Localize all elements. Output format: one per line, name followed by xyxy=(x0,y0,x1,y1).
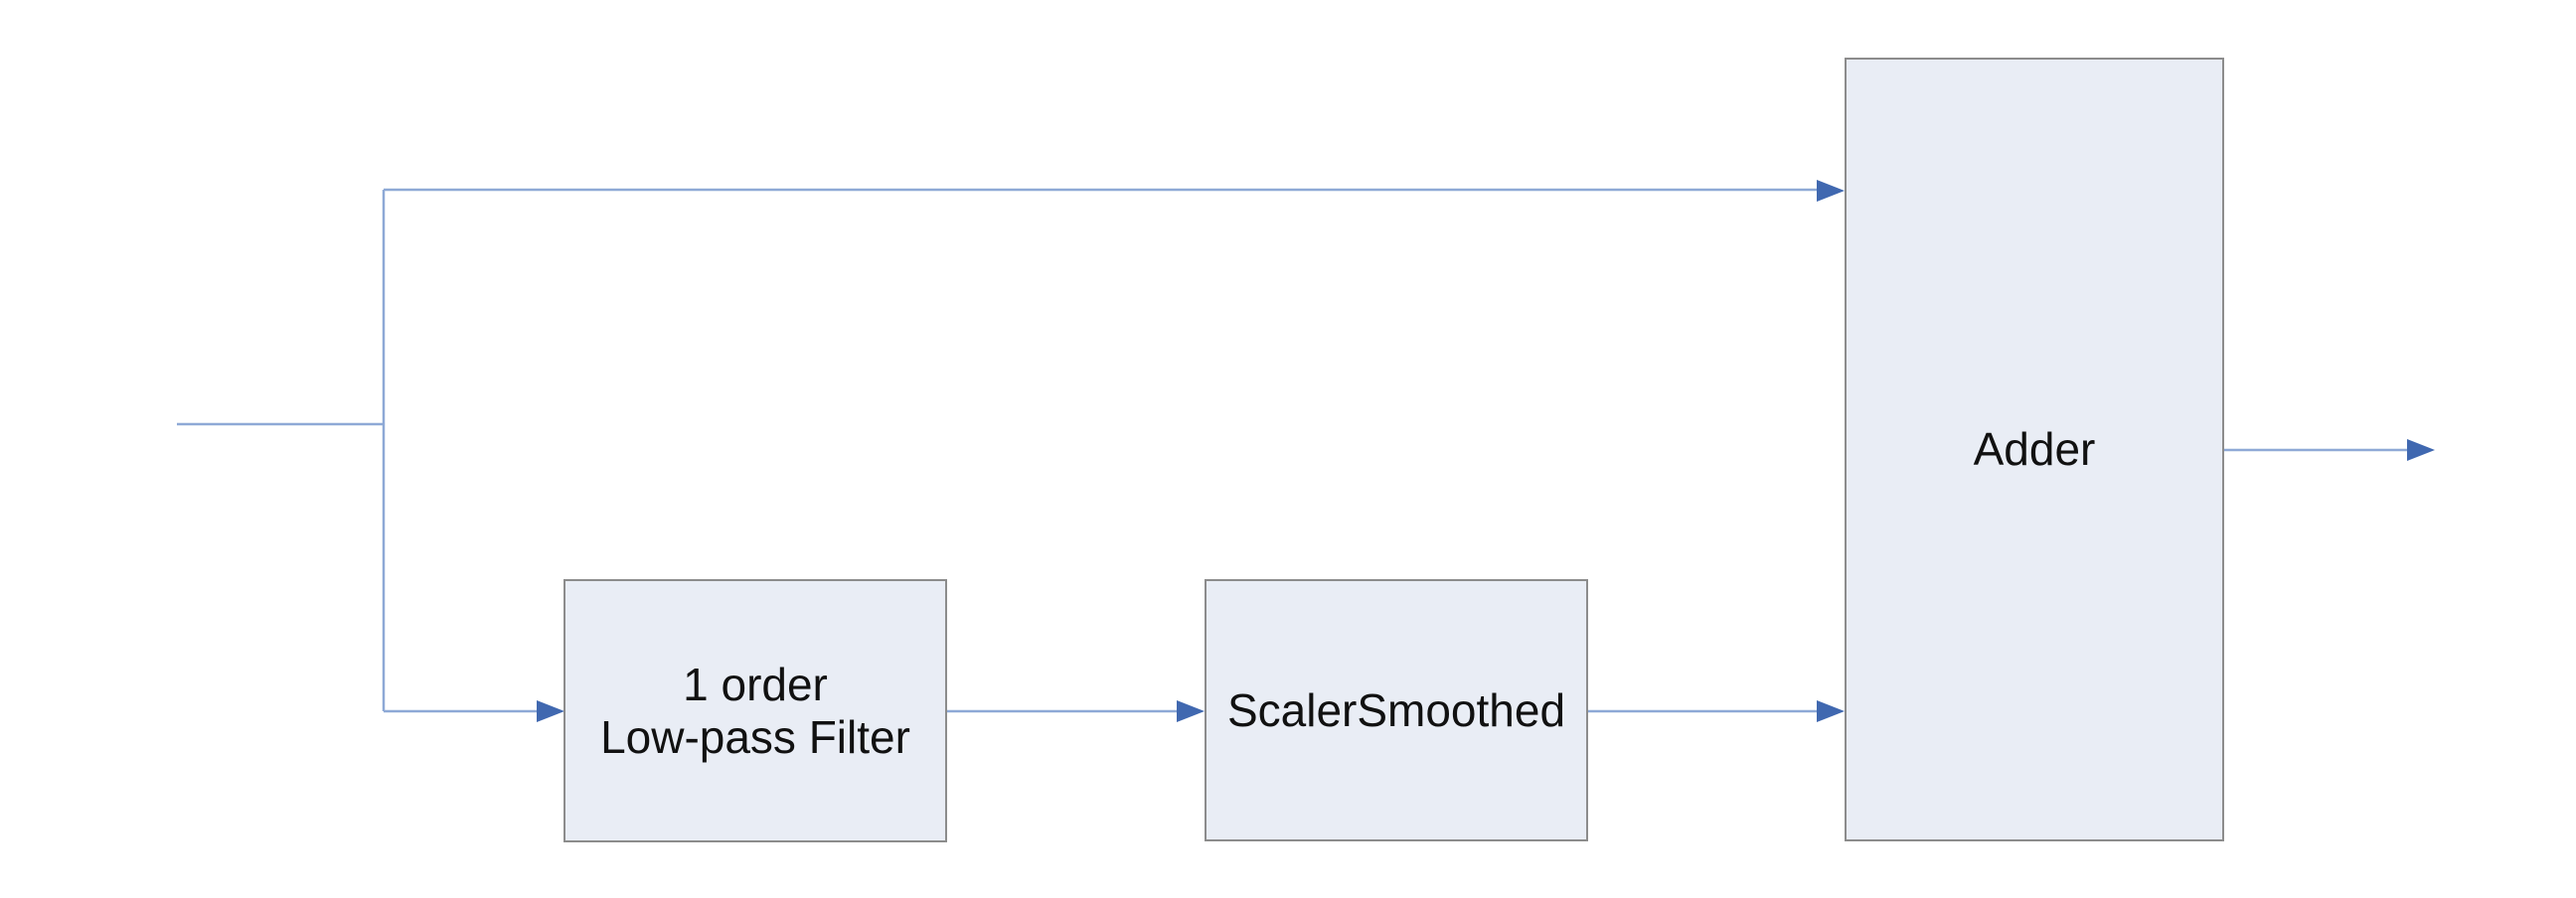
adder-output-arrowhead-icon xyxy=(2407,439,2435,461)
block-scaler-smoothed-label: ScalerSmoothed xyxy=(1226,683,1566,736)
scaler-to-adder-arrowhead-icon xyxy=(1817,700,1845,722)
lower-branch-arrowhead-icon xyxy=(537,700,564,722)
block-lowpass-filter-label: 1 order Low-pass Filter xyxy=(600,658,910,763)
top-branch-arrowhead-icon xyxy=(1817,180,1845,202)
lowpass-to-scaler-arrowhead-icon xyxy=(1177,700,1205,722)
block-lowpass-filter: 1 order Low-pass Filter xyxy=(564,579,947,842)
block-adder: Adder xyxy=(1845,58,2224,841)
block-adder-label: Adder xyxy=(1973,423,2096,476)
block-scaler-smoothed: ScalerSmoothed xyxy=(1205,579,1588,841)
